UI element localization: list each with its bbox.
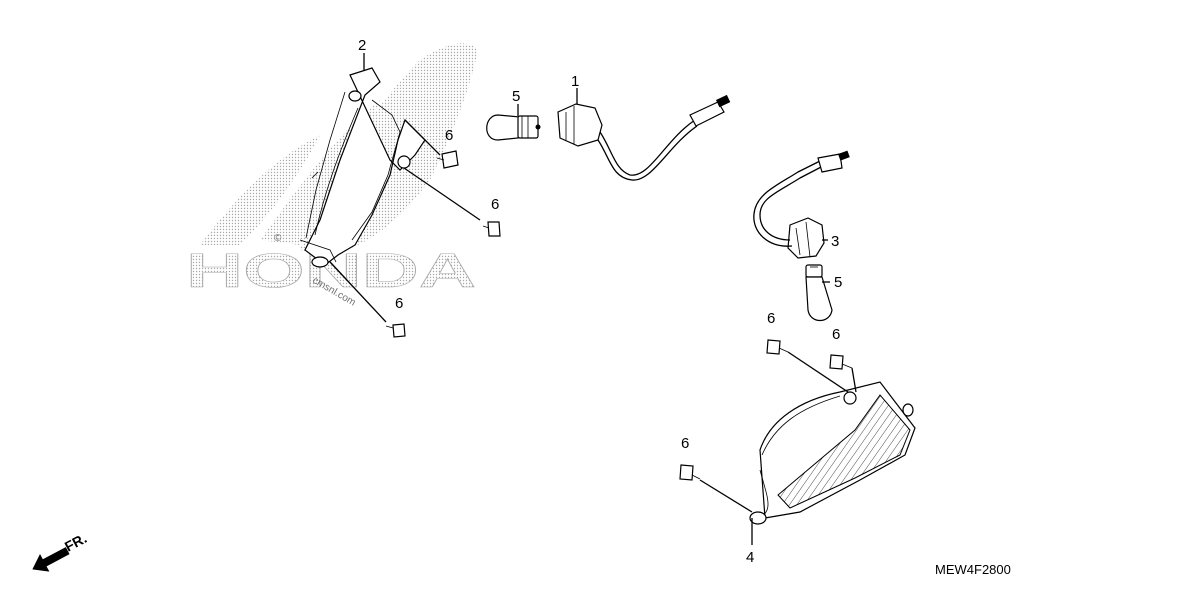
- callout-5-lower: 5: [834, 274, 842, 291]
- callout-1: 1: [571, 73, 579, 90]
- screw-6f: [679, 464, 701, 481]
- wing-emblem-icon: [200, 43, 478, 255]
- direction-indicator: FR.: [32, 530, 89, 572]
- callout-3: 3: [831, 233, 839, 250]
- callout-2: 2: [358, 37, 366, 54]
- callout-6-f: 6: [681, 435, 689, 452]
- turn-signal-housing-upper: [299, 67, 426, 268]
- bulb-lower: [805, 264, 833, 322]
- callout-6-b: 6: [491, 196, 499, 213]
- bulb-upper: [486, 114, 541, 141]
- watermark-copyright: ©: [274, 233, 282, 244]
- screw-6a: [436, 150, 459, 169]
- callout-6-c: 6: [395, 295, 403, 312]
- callout-6-d: 6: [767, 310, 775, 327]
- callout-5-upper: 5: [512, 88, 520, 105]
- callout-4: 4: [746, 549, 754, 566]
- screw-6d: [766, 339, 789, 355]
- callout-6-a: 6: [445, 127, 453, 144]
- leader-lines: [329, 53, 857, 545]
- turn-signal-housing-lower: [749, 381, 916, 525]
- screw-6c: [385, 323, 406, 338]
- socket-cord-lower: [753, 150, 850, 259]
- socket-cord-upper: [557, 94, 731, 181]
- callout-6-e: 6: [832, 326, 840, 343]
- front-arrow-icon: [32, 547, 70, 572]
- screw-6b: [482, 221, 501, 237]
- diagram-code: MEW4F2800: [935, 562, 1011, 577]
- screw-6e: [829, 354, 853, 370]
